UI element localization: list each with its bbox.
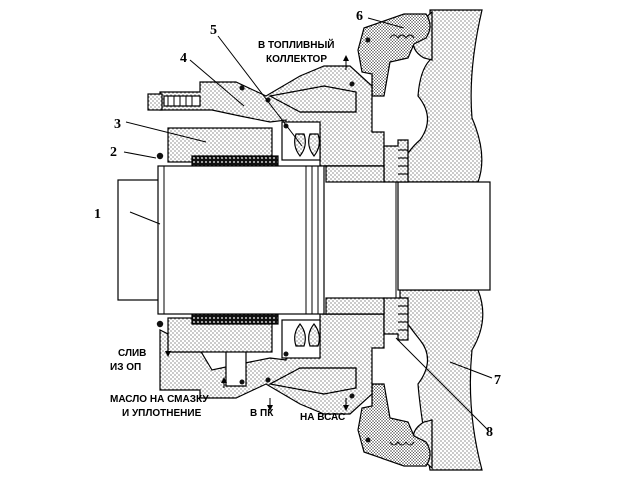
oil-label-line1: МАСЛО НА СМАЗКУ: [110, 394, 209, 405]
callout-1: 1: [94, 207, 101, 222]
callout-6: 6: [356, 9, 363, 24]
pk-label: В ПК: [250, 408, 274, 419]
drain-label-line1: СЛИВ: [118, 348, 146, 359]
o-rings: [156, 123, 289, 357]
vsas-label: НА ВСАС: [300, 412, 345, 423]
drain-label-line2: ИЗ ОП: [110, 362, 141, 373]
flange-bottom: [357, 383, 431, 467]
callout-4: 4: [180, 51, 187, 66]
callout-5: 5: [210, 23, 217, 38]
callout-7: 7: [494, 373, 501, 388]
flange-top: [357, 13, 431, 97]
housing-upper: [147, 65, 385, 167]
flow-arrows: [165, 55, 349, 411]
shaft: [117, 165, 491, 315]
flow-labels: В ТОПЛИВНЫЙ КОЛЛЕКТОР СЛИВ ИЗ ОП МАСЛО Н…: [110, 38, 345, 423]
fuel-label-line1: В ТОПЛИВНЫЙ: [258, 38, 334, 51]
fuel-label-line2: КОЛЛЕКТОР: [266, 54, 327, 65]
oil-label-line2: И УПЛОТНЕНИЕ: [122, 408, 202, 419]
leader-lines: [123, 17, 493, 431]
callout-2: 2: [110, 145, 117, 160]
labyrinth-sleeve: [325, 139, 409, 341]
callout-8: 8: [486, 425, 493, 440]
housing-lower: [159, 313, 385, 415]
graphite-ring: [167, 127, 279, 353]
callout-3: 3: [114, 117, 121, 132]
callout-numbers: 1 2 3 4 5 6 7 8: [94, 9, 501, 440]
